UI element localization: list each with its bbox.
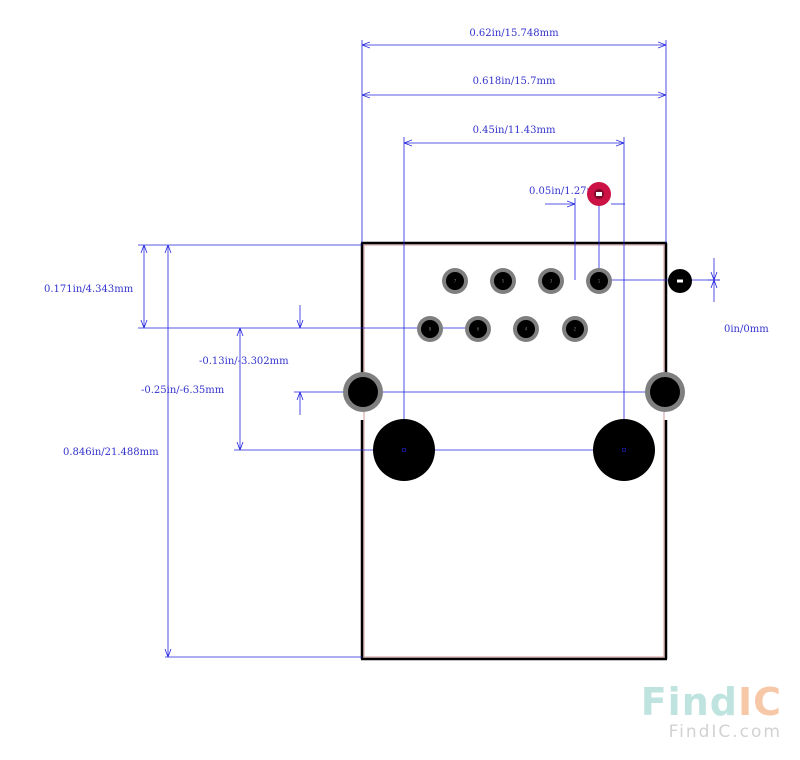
pin-1: 1 bbox=[586, 268, 612, 294]
svg-text:1: 1 bbox=[598, 279, 601, 284]
mounting-post-left bbox=[373, 419, 435, 481]
svg-text:2: 2 bbox=[574, 327, 577, 332]
pin-8: 8 bbox=[417, 316, 443, 342]
dim-zero-offset: 0in/0mm bbox=[724, 324, 769, 335]
pin-2: 2 bbox=[562, 316, 588, 342]
pin-5: 5 bbox=[490, 268, 516, 294]
dim-post-spacing: 0.45in/11.43mm bbox=[473, 125, 556, 136]
pin-6: 6 bbox=[465, 316, 491, 342]
svg-text:7: 7 bbox=[454, 279, 457, 284]
mounting-posts bbox=[373, 419, 655, 481]
origin-marker bbox=[668, 269, 692, 293]
dim-shield-offset: -0.25in/-6.35mm bbox=[141, 385, 225, 396]
dim-body-width: 0.618in/15.7mm bbox=[473, 76, 556, 87]
extension-lines bbox=[138, 40, 720, 658]
svg-text:3: 3 bbox=[550, 279, 553, 284]
findic-url: FindIC.com bbox=[668, 722, 782, 742]
pin-3: 3 bbox=[538, 268, 564, 294]
pin1-marker bbox=[587, 182, 611, 206]
shield-tabs bbox=[343, 372, 685, 412]
signal-pins: 7 5 3 1 8 6 4 2 bbox=[417, 268, 612, 342]
svg-text:4: 4 bbox=[525, 327, 528, 332]
mounting-post-right bbox=[593, 419, 655, 481]
dimension-labels: 0.62in/15.748mm 0.618in/15.7mm 0.45in/11… bbox=[44, 28, 769, 458]
pin-7: 7 bbox=[442, 268, 468, 294]
dim-row-offset: 0.171in/4.343mm bbox=[44, 284, 134, 295]
svg-text:8: 8 bbox=[429, 327, 432, 332]
dim-pin-pitch: 0.05in/1.27mm bbox=[529, 186, 606, 197]
svg-text:6: 6 bbox=[477, 327, 480, 332]
findic-logo: FindIC bbox=[640, 680, 782, 724]
component-outline bbox=[360, 241, 668, 661]
findic-watermark: FindIC FindIC.com bbox=[641, 682, 782, 742]
pin-4: 4 bbox=[513, 316, 539, 342]
dim-overall-length: 0.846in/21.488mm bbox=[63, 447, 159, 458]
dimension-arrows bbox=[144, 45, 720, 657]
svg-text:5: 5 bbox=[502, 279, 505, 284]
dim-overall-width: 0.62in/15.748mm bbox=[469, 28, 559, 39]
dim-pin-row-gap: -0.13in/-3.302mm bbox=[199, 356, 289, 367]
